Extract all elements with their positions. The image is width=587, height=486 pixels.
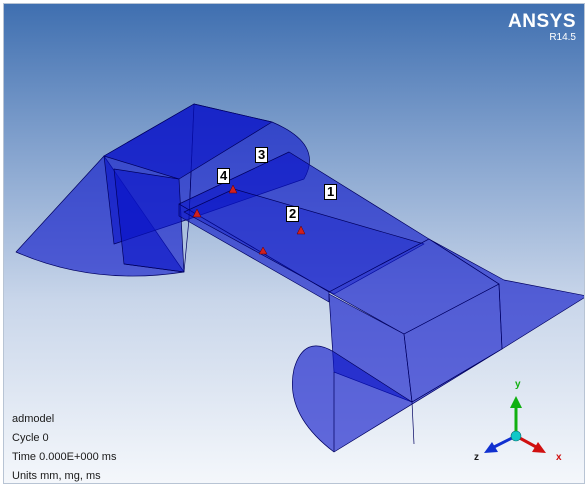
cycle-text: Cycle 0 [12, 432, 49, 444]
probe-label-1[interactable]: 1 [324, 184, 338, 200]
probe-marker-mid [258, 246, 268, 255]
graphics-viewport[interactable]: ANSYS R14.5 1 2 3 4 admodel Cycle 0 Time… [3, 3, 585, 484]
ansys-logo: ANSYS R14.5 [508, 12, 576, 44]
x-arrow-head [532, 442, 546, 453]
probe-marker-2 [296, 225, 306, 235]
probe-label-2[interactable]: 2 [286, 206, 300, 222]
y-arrow-head [510, 396, 522, 408]
beam-front [178, 203, 330, 303]
legend-info: admodel Cycle 0 Time 0.000E+000 ms Units… [12, 410, 117, 483]
units-text: Units mm, mg, ms [12, 470, 101, 482]
probe-label-3[interactable]: 3 [255, 147, 269, 163]
logo-brand: ANSYS [508, 11, 576, 32]
logo-version: R14.5 [549, 32, 576, 43]
left-box-front [113, 168, 185, 273]
time-text: Time 0.000E+000 ms [12, 451, 117, 463]
z-axis-label: z [474, 452, 479, 463]
probe-marker-4 [228, 184, 238, 194]
z-arrow-head [484, 442, 498, 453]
left-box-top [103, 103, 273, 180]
model-name: admodel [12, 413, 55, 425]
axis-triad[interactable]: y z x [468, 376, 572, 468]
probe-label-4[interactable]: 4 [217, 168, 231, 184]
x-axis-label: x [556, 452, 562, 463]
right-wing [428, 238, 584, 350]
solid-model[interactable] [4, 4, 584, 483]
y-axis-label: y [515, 379, 521, 390]
triad-center [510, 430, 522, 442]
probe-marker-beam [192, 208, 202, 218]
